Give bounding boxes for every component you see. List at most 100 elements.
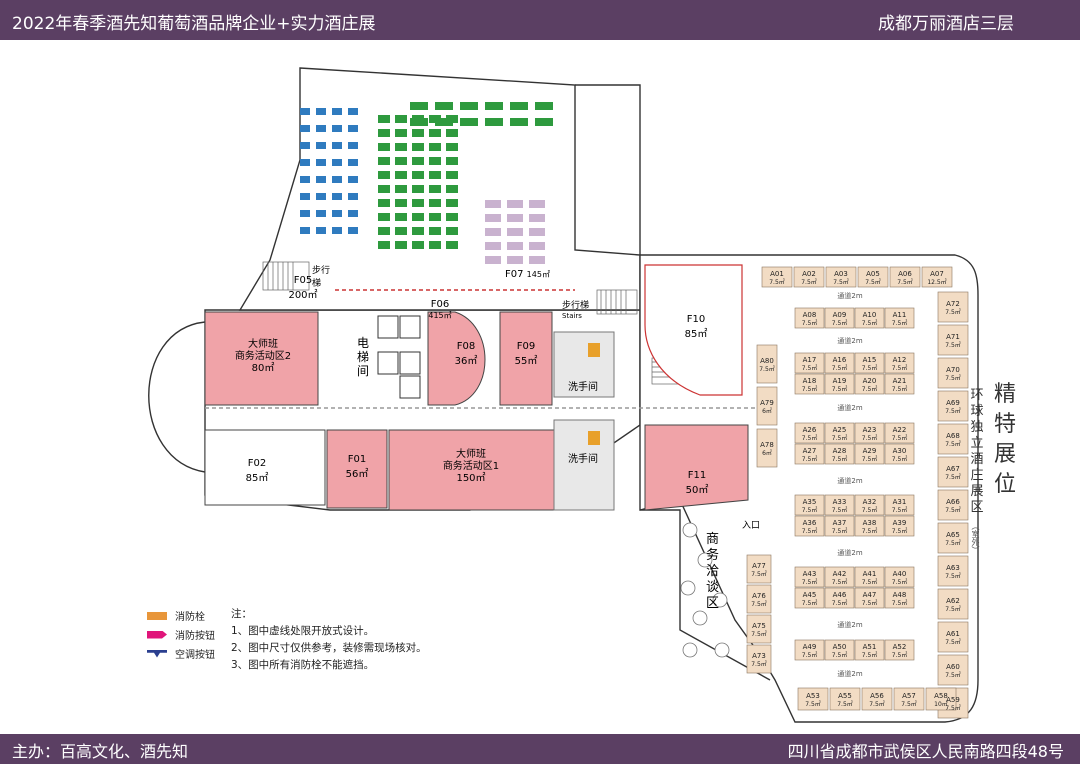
booth-a73[interactable] (746, 644, 772, 674)
booth-a33[interactable] (824, 494, 855, 516)
booth-a72[interactable] (937, 291, 969, 323)
booth-a79[interactable] (756, 386, 778, 426)
table-green (410, 102, 428, 110)
booth-id: A51 (863, 643, 877, 651)
booth-id: A33 (833, 498, 847, 506)
booth-a61[interactable] (937, 621, 969, 653)
booth-a01[interactable] (761, 266, 793, 288)
booth-a30[interactable] (884, 443, 915, 465)
booth-a51[interactable] (854, 639, 885, 661)
booth-a50[interactable] (824, 639, 855, 661)
booth-a70[interactable] (937, 357, 969, 389)
table-green (446, 157, 458, 165)
table-blue (332, 108, 342, 115)
booth-a48[interactable] (884, 587, 915, 609)
business-area-label: 商务洽谈区 (706, 532, 720, 611)
booth-a57[interactable] (893, 687, 925, 711)
table-green (412, 241, 424, 249)
booth-a17[interactable] (794, 352, 825, 374)
booth-a42[interactable] (824, 566, 855, 588)
table-green (429, 185, 441, 193)
booth-a20[interactable] (854, 373, 885, 395)
table-green (412, 199, 424, 207)
booth-a62[interactable] (937, 588, 969, 620)
booth-a35[interactable] (794, 494, 825, 516)
booth-a47[interactable] (854, 587, 885, 609)
booth-a56[interactable] (861, 687, 893, 711)
booth-a43[interactable] (794, 566, 825, 588)
booth-a02[interactable] (793, 266, 825, 288)
booth-a22[interactable] (884, 422, 915, 444)
booth-a78[interactable] (756, 428, 778, 468)
booth-a11[interactable] (884, 307, 915, 329)
booth-a40[interactable] (884, 566, 915, 588)
booth-a76[interactable] (746, 584, 772, 614)
booth-a31[interactable] (884, 494, 915, 516)
booth-a37[interactable] (824, 515, 855, 537)
booth-a58[interactable] (925, 687, 957, 711)
booth-a10[interactable] (854, 307, 885, 329)
booth-a09[interactable] (824, 307, 855, 329)
booth-id: A50 (833, 643, 847, 651)
booth-a19[interactable] (824, 373, 855, 395)
booth-a32[interactable] (854, 494, 885, 516)
table-blue (316, 142, 326, 149)
booth-a60[interactable] (937, 654, 969, 686)
round-table (697, 552, 713, 568)
booth-a08[interactable] (794, 307, 825, 329)
booth-a71[interactable] (937, 324, 969, 356)
booth-a53[interactable] (797, 687, 829, 711)
booth-id: A76 (752, 592, 766, 600)
booth-a15[interactable] (854, 352, 885, 374)
booth-a07[interactable] (921, 266, 953, 288)
booth-a26[interactable] (794, 422, 825, 444)
booth-a45[interactable] (794, 587, 825, 609)
booth-a12[interactable] (884, 352, 915, 374)
booth-a39[interactable] (884, 515, 915, 537)
booth-a29[interactable] (854, 443, 885, 465)
booth-a06[interactable] (889, 266, 921, 288)
aisle-label: 通道2m (837, 669, 862, 678)
booth-a65[interactable] (937, 522, 969, 554)
booth-a55[interactable] (829, 687, 861, 711)
booth-a75[interactable] (746, 614, 772, 644)
table-green (429, 241, 441, 249)
booth-a52[interactable] (884, 639, 915, 661)
booth-a80[interactable] (756, 344, 778, 384)
booth-area: 7.5㎡ (832, 506, 848, 514)
booth-a05[interactable] (857, 266, 889, 288)
booth-a21[interactable] (884, 373, 915, 395)
booth-a18[interactable] (794, 373, 825, 395)
booth-a23[interactable] (854, 422, 885, 444)
booth-a28[interactable] (824, 443, 855, 465)
booth-a16[interactable] (824, 352, 855, 374)
booth-id: A35 (803, 498, 817, 506)
table-green (395, 227, 407, 235)
booth-a36[interactable] (794, 515, 825, 537)
booth-id: A25 (833, 426, 847, 434)
booth-a03[interactable] (825, 266, 857, 288)
booth-a25[interactable] (824, 422, 855, 444)
table-blue (316, 227, 326, 234)
booth-a63[interactable] (937, 555, 969, 587)
event-title: 2022年春季酒先知葡萄酒品牌企业+实力酒庄展 (12, 14, 376, 34)
booth-a69[interactable] (937, 390, 969, 422)
booth-a38[interactable] (854, 515, 885, 537)
table-blue (348, 108, 358, 115)
booth-area: 7.5㎡ (901, 700, 917, 708)
elevator-label: 电梯间 (357, 336, 370, 378)
booth-a77[interactable] (746, 554, 772, 584)
booth-a68[interactable] (937, 423, 969, 455)
table-green (435, 118, 453, 126)
booth-a27[interactable] (794, 443, 825, 465)
booth-a41[interactable] (854, 566, 885, 588)
table-green (510, 118, 528, 126)
booth-a49[interactable] (794, 639, 825, 661)
booth-a66[interactable] (937, 489, 969, 521)
booth-a46[interactable] (824, 587, 855, 609)
booth-a67[interactable] (937, 456, 969, 488)
table-green (412, 227, 424, 235)
notes: 注： 1、图中虚线处限开放式设计。 2、图中尺寸仅供参考，装修需现场核对。 3、… (231, 608, 427, 671)
booth-area: 7.5㎡ (751, 570, 767, 578)
table-green (412, 129, 424, 137)
